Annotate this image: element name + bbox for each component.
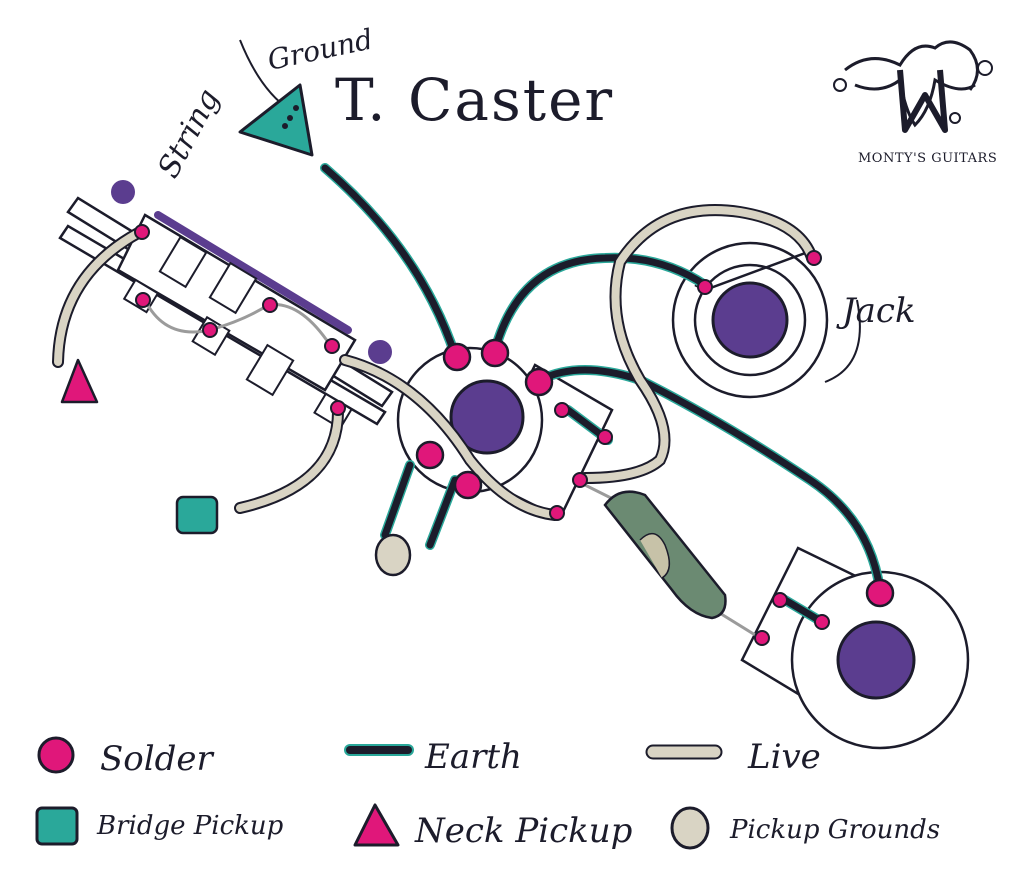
solder-point	[697, 279, 713, 295]
tone-pot	[740, 546, 970, 750]
legend: Solder Earth Live Bridge Pickup Neck Pic…	[35, 736, 940, 851]
bridge-pickup-marker	[175, 495, 219, 535]
montys-guitars-logo: MONTY'S GUITARS	[833, 40, 997, 166]
neck-pickup-marker	[60, 358, 99, 404]
neck-pickup-legend-icon	[353, 803, 400, 847]
solder-point	[865, 578, 895, 608]
pickup-grounds-legend-icon	[670, 806, 710, 850]
solder-point	[415, 440, 445, 470]
legend-item-bridge-pickup: Bridge Pickup	[35, 806, 284, 846]
svg-text:Jack: Jack	[836, 291, 916, 331]
bridge-pickup-legend-icon	[35, 806, 79, 846]
solder-point	[754, 630, 770, 646]
volume-pot-shaft	[449, 379, 525, 455]
solder-legend-icon	[37, 736, 75, 774]
switch-jumper-wire	[143, 299, 332, 346]
jack-label: Jack	[824, 291, 916, 383]
solder-point	[135, 292, 151, 308]
solder-point	[597, 429, 613, 445]
live-wires	[52, 204, 818, 521]
legend-item-pickup-grounds: Pickup Grounds	[670, 806, 940, 850]
solder-points	[134, 224, 895, 646]
logo-text: MONTY'S GUITARS	[858, 151, 997, 166]
solder-point	[814, 614, 830, 630]
solder-point	[806, 250, 822, 266]
solder-point	[134, 224, 150, 240]
solder-point	[202, 322, 218, 338]
svg-text:Pickup Grounds: Pickup Grounds	[729, 815, 940, 845]
switch-screw	[111, 180, 135, 204]
solder-point	[262, 297, 278, 313]
page-title: T. Caster	[335, 66, 614, 134]
svg-text:Bridge Pickup: Bridge Pickup	[96, 811, 284, 841]
solder-point	[480, 338, 510, 368]
solder-point	[453, 470, 483, 500]
tone-pot-shaft	[836, 620, 916, 700]
svg-text:Solder: Solder	[100, 739, 215, 779]
solder-point	[324, 338, 340, 354]
legend-item-live: Live	[645, 737, 821, 777]
solder-point	[554, 402, 570, 418]
solder-point	[524, 367, 554, 397]
jack-center	[711, 281, 789, 359]
legend-item-neck-pickup: Neck Pickup	[353, 803, 632, 851]
svg-text:Live: Live	[747, 737, 821, 777]
legend-item-solder: Solder	[37, 736, 215, 779]
solder-point	[330, 400, 346, 416]
legend-item-earth: Earth	[344, 737, 522, 777]
solder-point	[442, 342, 472, 372]
solder-point	[549, 505, 565, 521]
string-ground-icon	[238, 83, 314, 157]
solder-point	[572, 472, 588, 488]
svg-text:Earth: Earth	[424, 737, 522, 777]
capacitor	[584, 483, 761, 640]
output-jack	[671, 241, 829, 399]
svg-text:Neck Pickup: Neck Pickup	[414, 811, 632, 851]
pickup-ground-marker	[374, 533, 412, 577]
svg-text:String: String	[151, 83, 227, 183]
switch-screw	[368, 340, 392, 364]
selector-switch	[58, 180, 394, 430]
earth-wires	[320, 163, 885, 627]
solder-point	[772, 592, 788, 608]
